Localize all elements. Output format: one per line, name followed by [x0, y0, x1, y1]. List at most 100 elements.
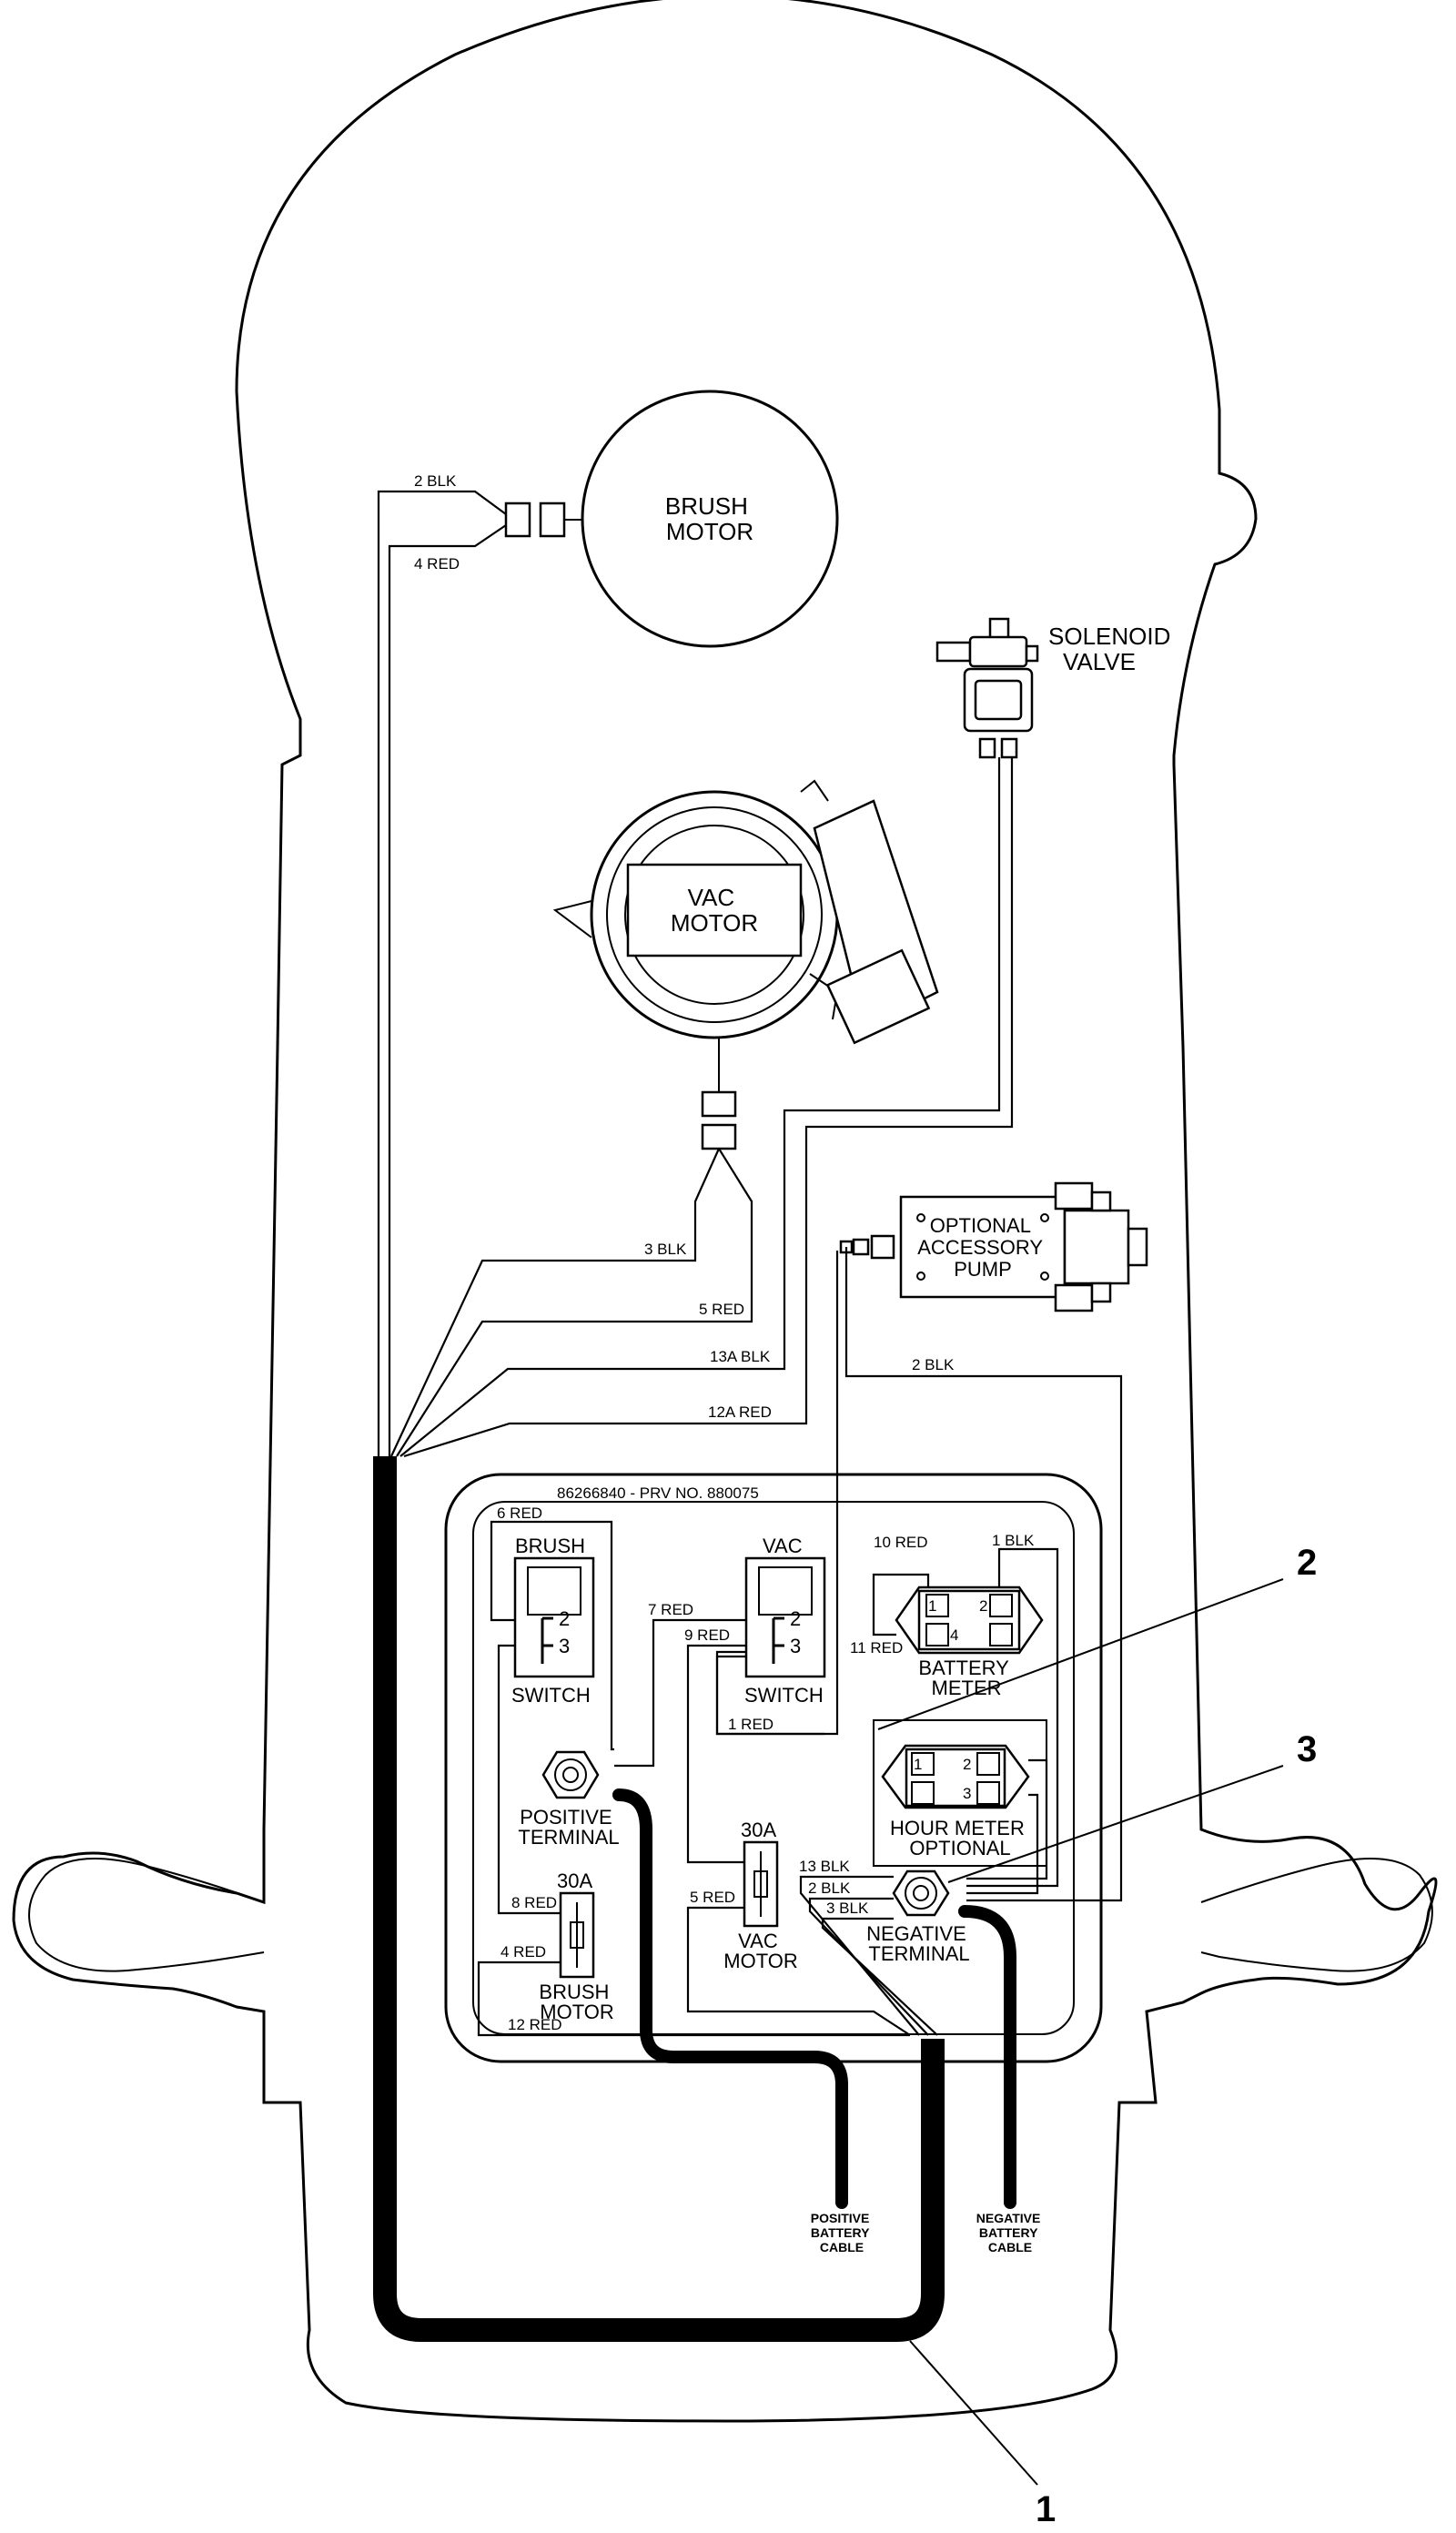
brush-switch-title: BRUSH — [515, 1535, 585, 1557]
brush-switch-sub: SWITCH — [511, 1684, 591, 1707]
brush-breaker-rating: 30A — [557, 1869, 592, 1892]
wire-13ablk: 13A BLK — [710, 1348, 771, 1365]
callout-2: 2 — [1297, 1543, 1317, 1583]
wire-11red: 11 RED — [850, 1639, 903, 1657]
battery-meter-label-line1: BATTERY — [918, 1657, 1009, 1679]
control-panel: 86266840 - PRV NO. 880075 BRUSH 2 3 SWIT… — [444, 1473, 1103, 2063]
brush-motor-breaker: 30A BRUSH MOTOR — [539, 1869, 614, 2023]
accessory-pump-label-line2: ACCESSORY — [917, 1236, 1043, 1259]
wire-1red: 1 RED — [728, 1716, 774, 1733]
panel-part-number: 86266840 - PRV NO. 880075 — [557, 1484, 759, 1502]
brush-motor-label-line2: MOTOR — [666, 518, 753, 545]
wire-2blk-pump: 2 BLK — [912, 1356, 955, 1373]
battery-cables: POSITIVE BATTERY CABLE NEGATIVE BATTERY … — [612, 1788, 1044, 2254]
callouts: 1 2 3 — [877, 1543, 1317, 2529]
negative-terminal-label: NEGATIVE TERMINAL — [866, 1922, 972, 1965]
positive-terminal-label-line2: TERMINAL — [518, 1826, 619, 1849]
negative-terminal: NEGATIVE TERMINAL — [866, 1869, 972, 1965]
machine-outline — [12, 0, 1438, 2423]
solenoid-valve-label-line2: VALVE — [1063, 648, 1136, 675]
brush-breaker-label: BRUSH MOTOR — [539, 1981, 614, 2023]
positive-battery-cable-label-line1: POSITIVE — [811, 2211, 870, 2225]
wire-2blk-panel: 2 BLK — [808, 1879, 851, 1897]
wire-5red-panel: 5 RED — [690, 1889, 735, 1906]
wire-5red: 5 RED — [699, 1301, 744, 1318]
accessory-pump-label-line3: PUMP — [954, 1258, 1012, 1281]
wire-7red: 7 RED — [648, 1601, 693, 1618]
brush-motor-connector-b — [539, 502, 566, 538]
callout-1: 1 — [1036, 2489, 1056, 2529]
negative-terminal-label-line1: NEGATIVE — [866, 1922, 966, 1945]
vac-motor-connector-b — [701, 1123, 737, 1150]
vac-switch-sub: SWITCH — [744, 1684, 824, 1707]
positive-terminal-label: POSITIVE TERMINAL — [518, 1806, 619, 1849]
wire-10red: 10 RED — [874, 1534, 928, 1551]
vac-motor-breaker: 30A VAC MOTOR — [723, 1819, 797, 1972]
hour-meter-label-line1: HOUR METER — [890, 1817, 1025, 1839]
wire-6red: 6 RED — [497, 1505, 542, 1522]
brush-motor: BRUSH MOTOR — [504, 390, 839, 648]
brush-motor-label-line1: BRUSH — [665, 492, 748, 520]
negative-battery-cable-label-line2: BATTERY — [979, 2225, 1038, 2240]
hour-meter-pin-3: 3 — [963, 1785, 971, 1802]
vac-breaker-rating: 30A — [741, 1819, 776, 1841]
hour-meter-label: HOUR METER OPTIONAL — [890, 1817, 1030, 1859]
negative-battery-cable-label: NEGATIVE BATTERY CABLE — [976, 2211, 1044, 2254]
brush-switch-terminal-3: 3 — [559, 1635, 570, 1657]
wire-3blk: 3 BLK — [644, 1241, 687, 1258]
hour-meter-label-line2: OPTIONAL — [909, 1837, 1010, 1859]
negative-battery-cable-label-line3: CABLE — [988, 2240, 1032, 2254]
vac-motor-connector-a — [701, 1090, 737, 1118]
wire-8red: 8 RED — [511, 1894, 557, 1911]
vac-switch-terminal-2: 2 — [790, 1607, 801, 1630]
positive-terminal: POSITIVE TERMINAL — [518, 1750, 620, 1849]
main-harness — [373, 1456, 945, 2342]
accessory-pump: OPTIONAL ACCESSORY PUMP — [839, 1181, 1148, 1312]
battery-meter-pin-1: 1 — [928, 1597, 936, 1615]
brush-switch: BRUSH 2 3 SWITCH — [511, 1535, 595, 1707]
vac-motor-label-line2: MOTOR — [671, 909, 758, 937]
vac-motor-label-line1: VAC — [688, 884, 735, 911]
wire-2blk-motor: 2 BLK — [414, 472, 457, 490]
brush-breaker-label-line1: BRUSH — [539, 1981, 609, 2003]
solenoid-valve-label: SOLENOID VALVE — [1048, 623, 1178, 675]
vac-switch-title: VAC — [763, 1535, 803, 1557]
wire-12red: 12 RED — [508, 2016, 562, 2033]
negative-terminal-label-line2: TERMINAL — [868, 1942, 969, 1965]
wire-9red: 9 RED — [684, 1626, 730, 1644]
vac-switch: VAC 2 3 SWITCH — [744, 1535, 826, 1707]
wire-4red-motor: 4 RED — [414, 555, 460, 572]
brush-motor-label: BRUSH MOTOR — [665, 492, 754, 545]
callout-3: 3 — [1297, 1729, 1317, 1769]
battery-meter: 1 2 4 BATTERY METER — [895, 1586, 1044, 1699]
battery-meter-pin-4: 4 — [950, 1626, 958, 1644]
wire-4red-panel: 4 RED — [500, 1943, 546, 1961]
wire-12ared: 12A RED — [708, 1403, 772, 1421]
vac-motor-label: VAC MOTOR — [671, 884, 758, 937]
vac-switch-terminal-3: 3 — [790, 1635, 801, 1657]
solenoid-valve: SOLENOID VALVE — [935, 617, 1178, 759]
hour-meter-pin-1: 1 — [914, 1756, 922, 1773]
positive-battery-cable-label-line3: CABLE — [820, 2240, 864, 2254]
solenoid-valve-label-line1: SOLENOID — [1048, 623, 1170, 650]
wire-13blk: 13 BLK — [799, 1858, 850, 1875]
battery-meter-pin-2: 2 — [979, 1597, 987, 1615]
wire-3blk-panel: 3 BLK — [826, 1900, 869, 1917]
vac-breaker-label: VAC MOTOR — [723, 1930, 797, 1972]
hour-meter: 1 2 3 HOUR METER OPTIONAL — [873, 1719, 1047, 1867]
positive-terminal-label-line1: POSITIVE — [520, 1806, 612, 1829]
negative-battery-cable-label-line1: NEGATIVE — [976, 2211, 1041, 2225]
accessory-pump-label: OPTIONAL ACCESSORY PUMP — [917, 1214, 1047, 1281]
brush-switch-terminal-2: 2 — [559, 1607, 570, 1630]
brush-motor-connector-a — [504, 502, 531, 538]
battery-meter-label: BATTERY METER — [918, 1657, 1014, 1699]
hour-meter-pin-2: 2 — [963, 1756, 971, 1773]
vac-breaker-label-line2: MOTOR — [723, 1950, 797, 1972]
vac-motor: VAC MOTOR — [552, 779, 939, 1150]
panel-wires: 6 RED 7 RED 9 RED 1 RED 10 RED 11 RED 1 … — [477, 1505, 1059, 2037]
accessory-pump-label-line1: OPTIONAL — [930, 1214, 1031, 1237]
positive-battery-cable-label: POSITIVE BATTERY CABLE — [811, 2211, 873, 2254]
vac-breaker-label-line1: VAC — [738, 1930, 778, 1952]
wire-1blk: 1 BLK — [992, 1532, 1035, 1549]
